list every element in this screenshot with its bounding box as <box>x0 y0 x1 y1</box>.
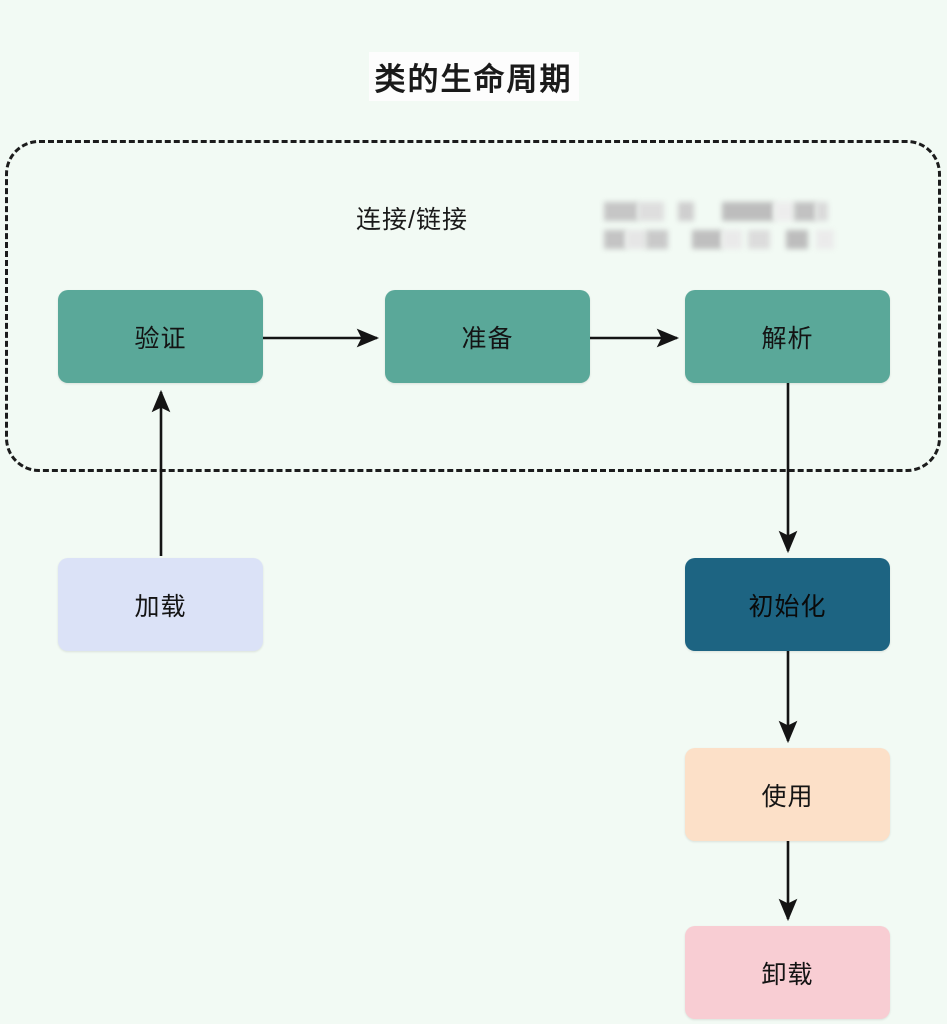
redacted-line-1 <box>600 202 828 221</box>
redacted-block <box>626 230 646 249</box>
page-title: 类的生命周期 <box>368 52 579 101</box>
redacted-block <box>722 202 774 221</box>
redacted-block <box>794 202 816 221</box>
node-use[interactable]: 使用 <box>685 748 890 841</box>
node-unload[interactable]: 卸载 <box>685 926 890 1019</box>
node-verify[interactable]: 验证 <box>58 290 263 383</box>
redacted-block <box>748 230 770 249</box>
redacted-block <box>604 230 626 249</box>
redacted-block <box>678 202 694 221</box>
node-load[interactable]: 加载 <box>58 558 263 651</box>
redacted-block <box>774 202 794 221</box>
redacted-block <box>722 230 742 249</box>
redacted-block <box>604 202 638 221</box>
connection-group-label: 连接/链接 <box>356 206 468 234</box>
node-resolve[interactable]: 解析 <box>685 290 890 383</box>
redacted-block <box>692 230 722 249</box>
node-prepare[interactable]: 准备 <box>385 290 590 383</box>
redacted-line-2 <box>600 230 834 249</box>
redacted-block <box>816 230 834 249</box>
connection-group-container <box>5 140 941 472</box>
node-initialize[interactable]: 初始化 <box>685 558 890 651</box>
redacted-block <box>638 202 664 221</box>
redacted-block <box>816 202 828 221</box>
redacted-block <box>646 230 668 249</box>
redacted-block <box>786 230 808 249</box>
page-title-wrap: 类的生命周期 <box>0 52 947 101</box>
redacted-text-block <box>600 200 834 252</box>
